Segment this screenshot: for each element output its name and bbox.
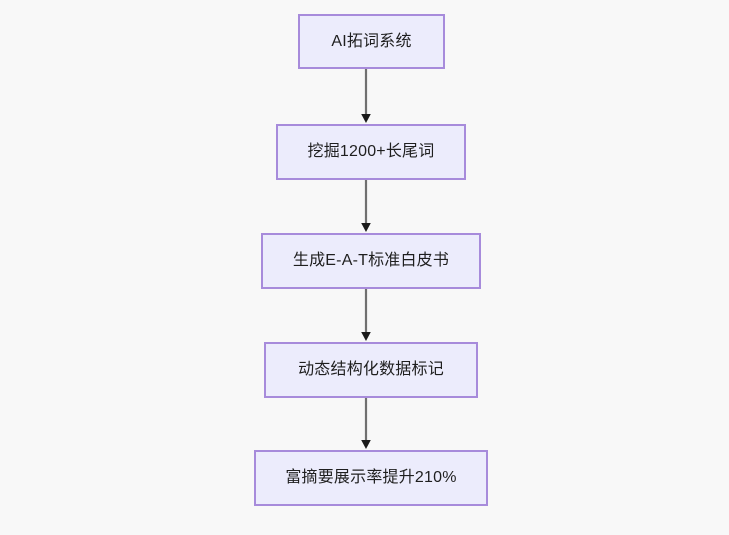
flow-node-dynamic-structured-data-markup[interactable]: 动态结构化数据标记	[264, 342, 478, 398]
flow-node-rich-snippet-impression-uplift[interactable]: 富摘要展示率提升210%	[254, 450, 488, 506]
edge-arrow-svg	[361, 289, 371, 341]
flow-node-label: 生成E-A-T标准白皮书	[292, 252, 450, 270]
flow-node-label: 挖掘1200+长尾词	[307, 143, 435, 161]
flow-node-label: 动态结构化数据标记	[298, 361, 444, 379]
flow-node-label: AI拓词系统	[331, 32, 412, 50]
edge-node4-to-node5	[361, 398, 371, 450]
edge-arrow-svg	[361, 69, 371, 123]
edge-node3-to-node4	[361, 289, 371, 342]
arrowhead-icon	[361, 440, 371, 449]
edge-arrow-svg	[361, 180, 371, 232]
arrowhead-icon	[361, 223, 371, 232]
arrowhead-icon	[361, 114, 371, 123]
edge-node1-to-node2	[361, 69, 371, 124]
arrowhead-icon	[361, 332, 371, 341]
flow-node-label: 富摘要展示率提升210%	[285, 469, 457, 487]
flow-node-ai-keyword-system[interactable]: AI拓词系统	[298, 14, 445, 69]
edge-node2-to-node3	[361, 180, 371, 233]
flow-node-mine-longtail-keywords[interactable]: 挖掘1200+长尾词	[276, 124, 466, 180]
edge-arrow-svg	[361, 398, 371, 449]
flow-node-generate-eat-whitepaper[interactable]: 生成E-A-T标准白皮书	[261, 233, 481, 289]
